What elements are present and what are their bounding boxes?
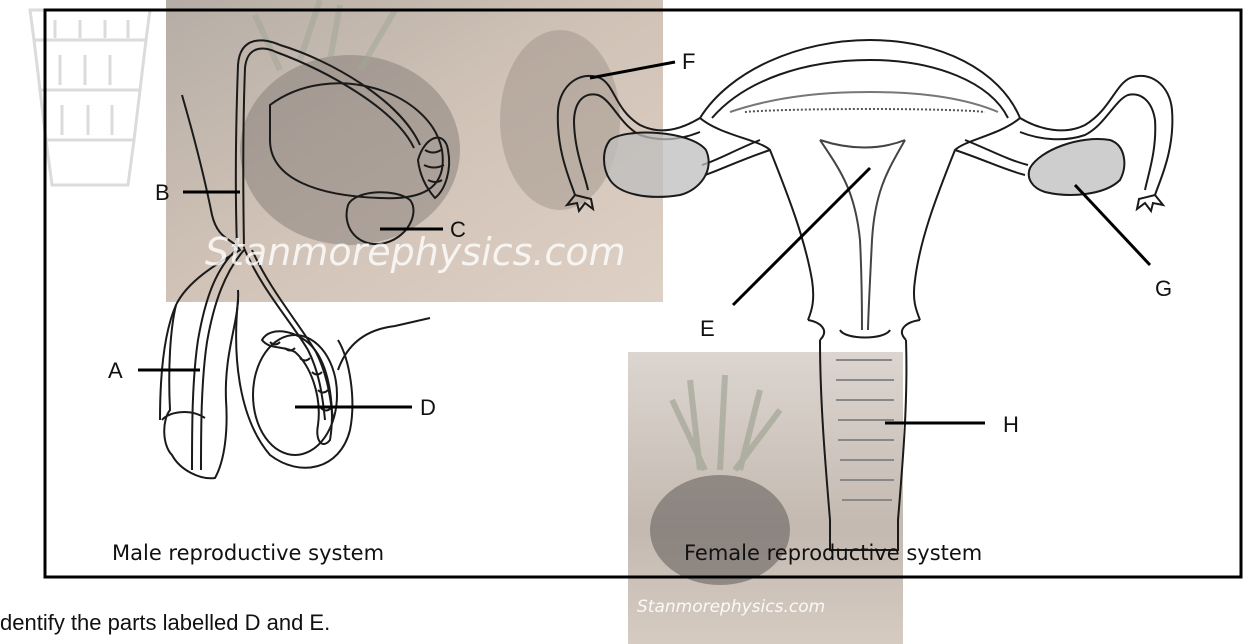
- label-f: F: [682, 49, 695, 74]
- tower-logo-watermark: [30, 10, 150, 185]
- caption-female-system: Female reproductive system: [684, 541, 982, 565]
- question-text: dentify the parts labelled D and E.: [0, 610, 330, 636]
- label-d: D: [420, 395, 436, 420]
- leader-line-e: [733, 168, 870, 305]
- ovary-left: [604, 133, 709, 197]
- caption-male-system: Male reproductive system: [112, 541, 384, 565]
- label-b: B: [155, 180, 170, 205]
- label-c: C: [450, 217, 466, 242]
- label-g: G: [1155, 276, 1172, 301]
- ovaries: [604, 133, 1124, 197]
- leader-line-g: [1075, 185, 1150, 265]
- watermark-text-bottom: Stanmorephysics.com: [637, 597, 825, 617]
- label-a: A: [108, 358, 123, 383]
- uterine-cavity: [820, 140, 905, 330]
- label-e: E: [700, 316, 715, 341]
- watermark-text-top: Stanmorephysics.com: [205, 230, 626, 274]
- uterus-body: [700, 118, 813, 320]
- label-h: H: [1003, 412, 1019, 437]
